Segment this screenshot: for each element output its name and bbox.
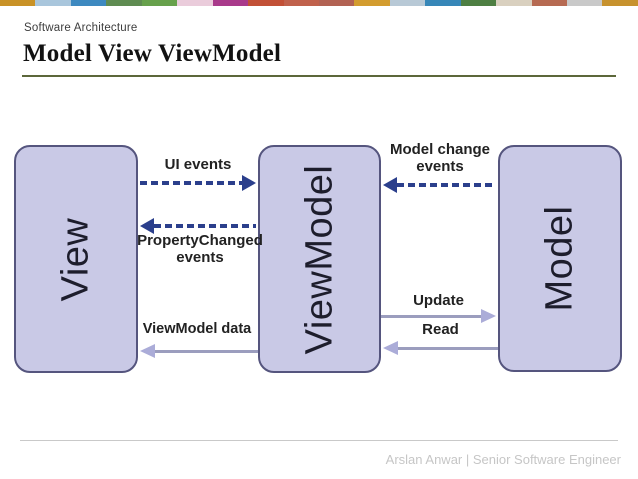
arrow-label-propertychanged-events: PropertyChanged events [137, 232, 263, 266]
arrow-ui-events [140, 175, 256, 191]
box-label-model: Model [538, 205, 581, 312]
strip-segment [106, 0, 142, 6]
arrow-label-model-change-events: Model change events [389, 141, 490, 175]
arrow-label-viewmodel-data: ViewModel data [142, 321, 252, 337]
strip-segment [496, 0, 532, 6]
strip-segment [0, 0, 36, 6]
arrowhead-right-icon [481, 309, 496, 323]
footer-divider [20, 440, 618, 441]
diagram-box-viewmodel: ViewModel [258, 145, 381, 373]
box-label-view: View [54, 217, 97, 301]
arrow-label-read: Read [422, 321, 459, 338]
arrow-shaft [154, 224, 256, 228]
arrow-shaft [140, 181, 242, 185]
arrow-update [381, 308, 496, 324]
arrow-model-change-events [383, 177, 496, 193]
arrow-shaft [381, 314, 481, 318]
box-label-viewmodel: ViewModel [298, 164, 340, 354]
strip-segment [177, 0, 213, 6]
top-color-strip [0, 0, 638, 6]
diagram-box-model: Model [498, 145, 622, 372]
arrow-shaft [397, 183, 496, 187]
arrow-label-update: Update [413, 292, 464, 309]
strip-segment [318, 0, 355, 6]
strip-segment [70, 0, 107, 6]
strip-segment [283, 0, 319, 6]
arrow-read [383, 340, 498, 356]
arrowhead-right-icon [242, 175, 256, 191]
strip-segment [460, 0, 497, 6]
arrow-shaft [155, 349, 258, 353]
strip-segment [141, 0, 178, 6]
strip-segment [531, 0, 567, 6]
arrowhead-left-icon [383, 341, 398, 355]
strip-segment [354, 0, 390, 6]
strip-segment [212, 0, 249, 6]
arrowhead-left-icon [140, 344, 155, 358]
strip-segment [248, 0, 284, 6]
strip-segment [567, 0, 603, 6]
arrowhead-left-icon [383, 177, 397, 193]
title-divider [22, 75, 616, 77]
slide-eyebrow: Software Architecture [24, 22, 138, 34]
arrow-shaft [398, 346, 498, 350]
strip-segment [35, 0, 71, 6]
arrowhead-left-icon [140, 218, 154, 234]
arrow-viewmodel-data [140, 343, 258, 359]
strip-segment [389, 0, 426, 6]
diagram-box-view: View [14, 145, 138, 373]
strip-segment [425, 0, 461, 6]
footer-credit: Arslan Anwar | Senior Software Engineer [385, 452, 621, 467]
strip-segment [602, 0, 638, 6]
arrow-propertychanged-events [140, 218, 256, 234]
page-title: Model View ViewModel [23, 40, 282, 67]
arrow-label-ui-events: UI events [164, 156, 232, 173]
